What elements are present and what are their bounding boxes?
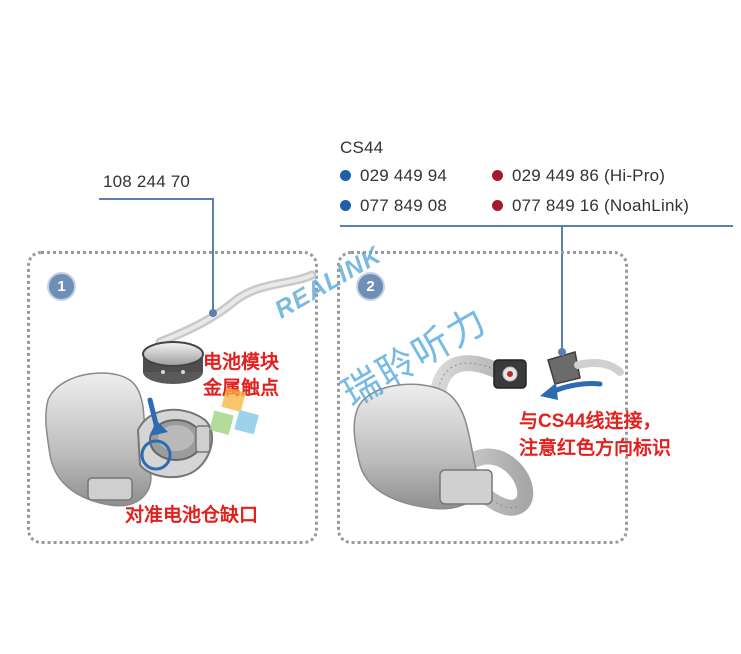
arrow-left-icon [540,383,558,400]
note-red-direction: 注意红色方向标识 [519,438,672,459]
leader-endpoint-icon [558,348,566,356]
arrow-down-icon [150,420,168,436]
cs44-title: CS44 [340,138,384,157]
red-dot-icon [492,170,503,181]
part-number-battery-module: 108 244 70 [103,172,191,191]
step-1-badge: 1 [47,272,76,301]
cs44-item-2: 029 449 86 (Hi-Pro) [492,166,665,186]
cs44-item-3: 077 849 08 [340,196,447,216]
step-1-panel [27,251,318,544]
step-2-badge: 2 [356,272,385,301]
cs44-item-1: 029 449 94 [340,166,447,186]
blue-dot-icon [340,200,351,211]
note-metal-contact: 金属触点 [203,378,280,399]
red-dot-icon [492,200,503,211]
note-battery-module: 电池模块 [203,352,280,373]
step-2-panel [337,251,628,544]
cs44-item-4: 077 849 16 (NoahLink) [492,196,689,216]
note-connect-cs44: 与CS44线连接， [519,411,662,432]
note-align-notch: 对准电池仓缺口 [125,505,259,526]
blue-dot-icon [340,170,351,181]
leader-endpoint-icon [209,309,217,317]
